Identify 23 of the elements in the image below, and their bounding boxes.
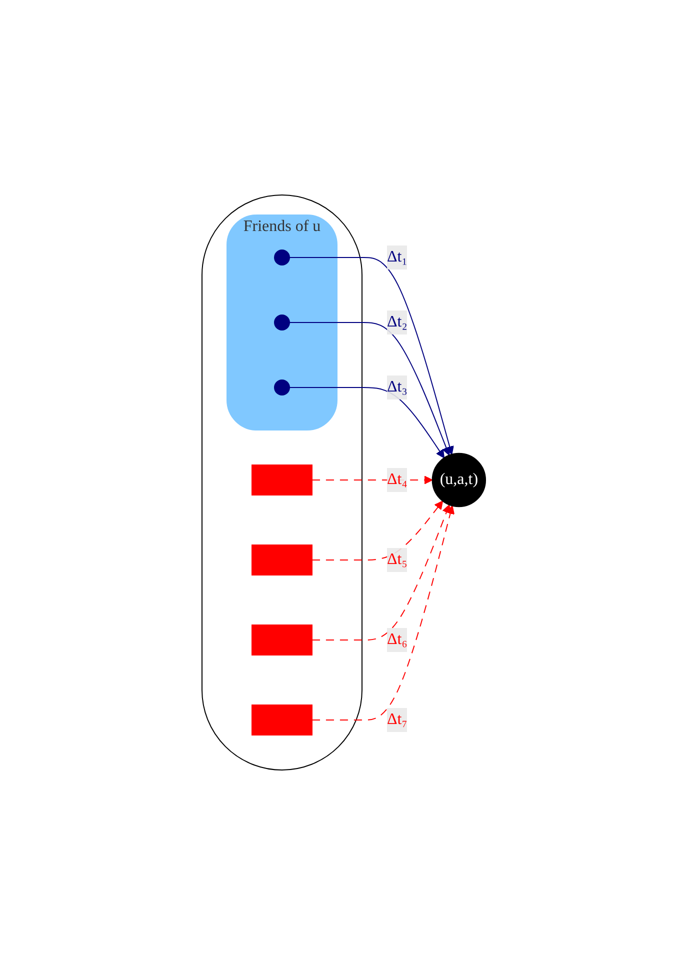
node-box	[252, 464, 313, 496]
edge-label: Δt₅	[387, 551, 408, 568]
node-circle	[274, 314, 290, 330]
arrow	[289, 257, 454, 455]
arrow	[312, 505, 455, 720]
node-circle	[432, 452, 486, 508]
node-box	[252, 624, 313, 656]
edge-label: Δt₂	[387, 314, 408, 330]
node-box	[252, 544, 313, 576]
node-circle	[274, 380, 290, 396]
node-box	[252, 704, 313, 736]
arrow	[312, 504, 451, 640]
edge-label: Δt₃	[387, 378, 408, 396]
edge-label: Δt₄	[387, 471, 408, 488]
edge-label: Δt₇	[387, 711, 408, 728]
node-circle	[274, 250, 290, 266]
arrow	[289, 322, 451, 456]
arrow	[312, 500, 444, 560]
cluster	[226, 214, 338, 430]
arrow	[289, 387, 445, 458]
arrow	[312, 476, 433, 484]
edge-label: Δt₁	[387, 248, 408, 266]
edge-label: Δt₆	[387, 631, 408, 648]
